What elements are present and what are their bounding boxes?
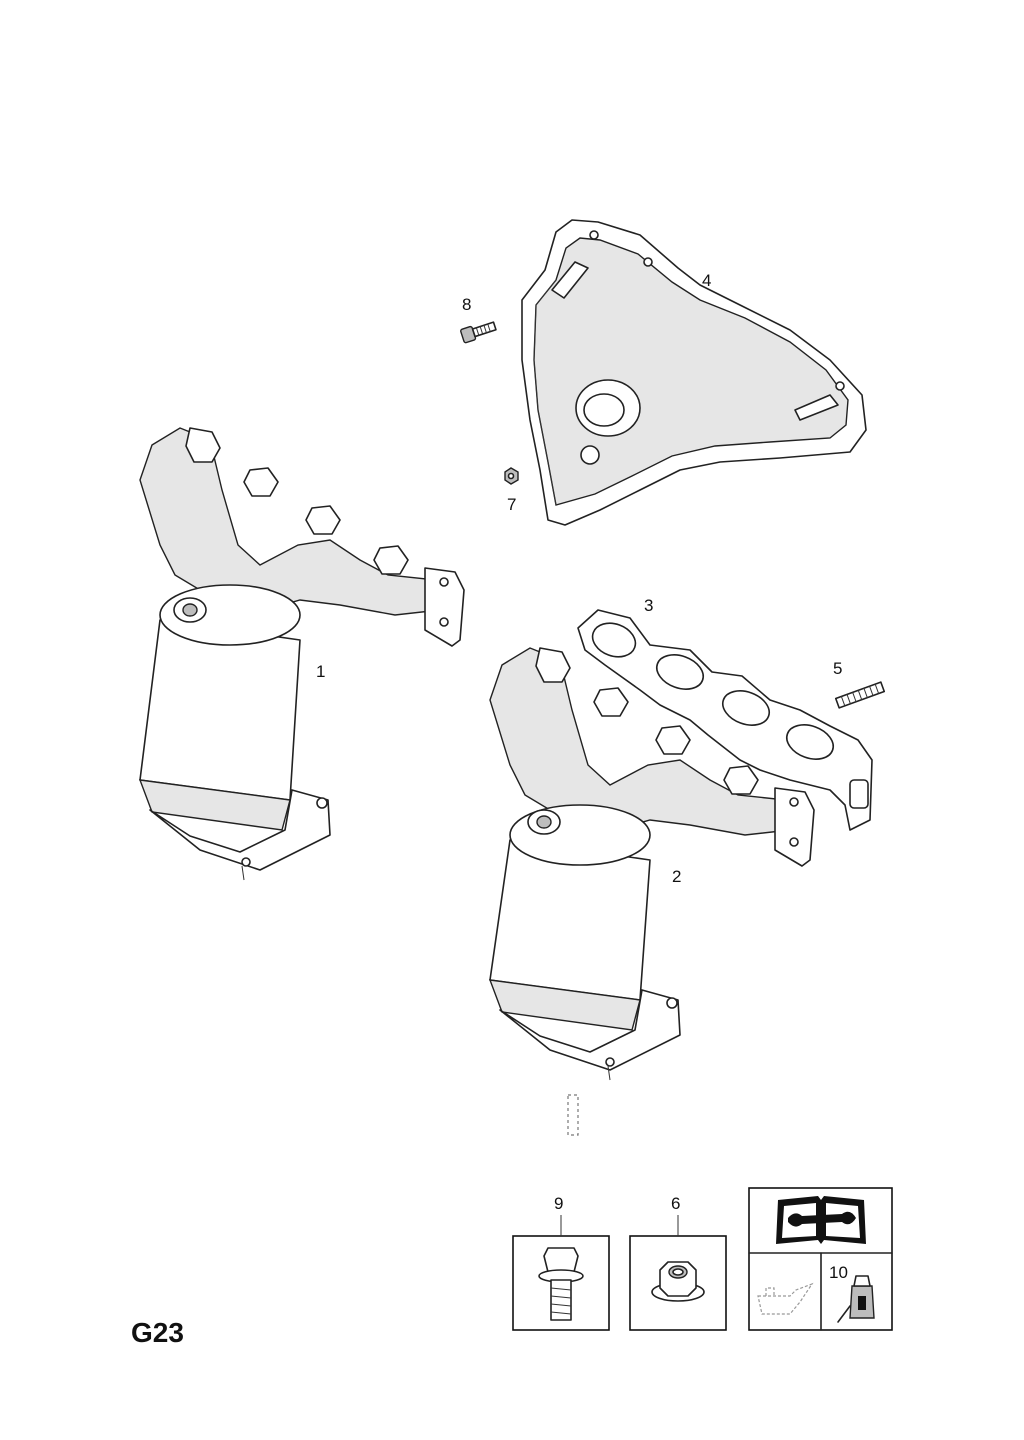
part-4-heat-shield[interactable] [521, 219, 867, 526]
repair-manual-book-wrench-icon [776, 1196, 866, 1244]
callout-4: 4 [702, 271, 711, 290]
callout-6: 6 [671, 1194, 680, 1213]
part-9-box[interactable] [512, 1215, 610, 1331]
oil-can-icon [757, 1282, 814, 1315]
part-8-bolt[interactable] [460, 319, 497, 344]
part-1-manifold-catalyst[interactable] [138, 427, 465, 881]
part-6-box[interactable] [629, 1215, 727, 1331]
part-5-stud[interactable] [834, 681, 886, 709]
sheet-code: G23 [131, 1317, 184, 1348]
part-7-nut[interactable] [504, 467, 519, 485]
sealant-tube-icon [837, 1275, 875, 1323]
flange-nut-icon [651, 1261, 705, 1302]
flange-bolt-icon [538, 1247, 584, 1321]
callout-7: 7 [507, 495, 516, 514]
callout-5: 5 [833, 659, 842, 678]
callout-10: 10 [829, 1263, 848, 1282]
service-info-box[interactable] [748, 1187, 893, 1331]
stud-dashed [567, 1094, 579, 1136]
callout-8: 8 [462, 295, 471, 314]
part-2-manifold-catalyst[interactable] [488, 647, 815, 1081]
callout-1: 1 [316, 662, 325, 681]
callout-9: 9 [554, 1194, 563, 1213]
callout-2: 2 [672, 867, 681, 886]
callout-3: 3 [644, 596, 653, 615]
part-3-gasket[interactable] [577, 609, 873, 831]
